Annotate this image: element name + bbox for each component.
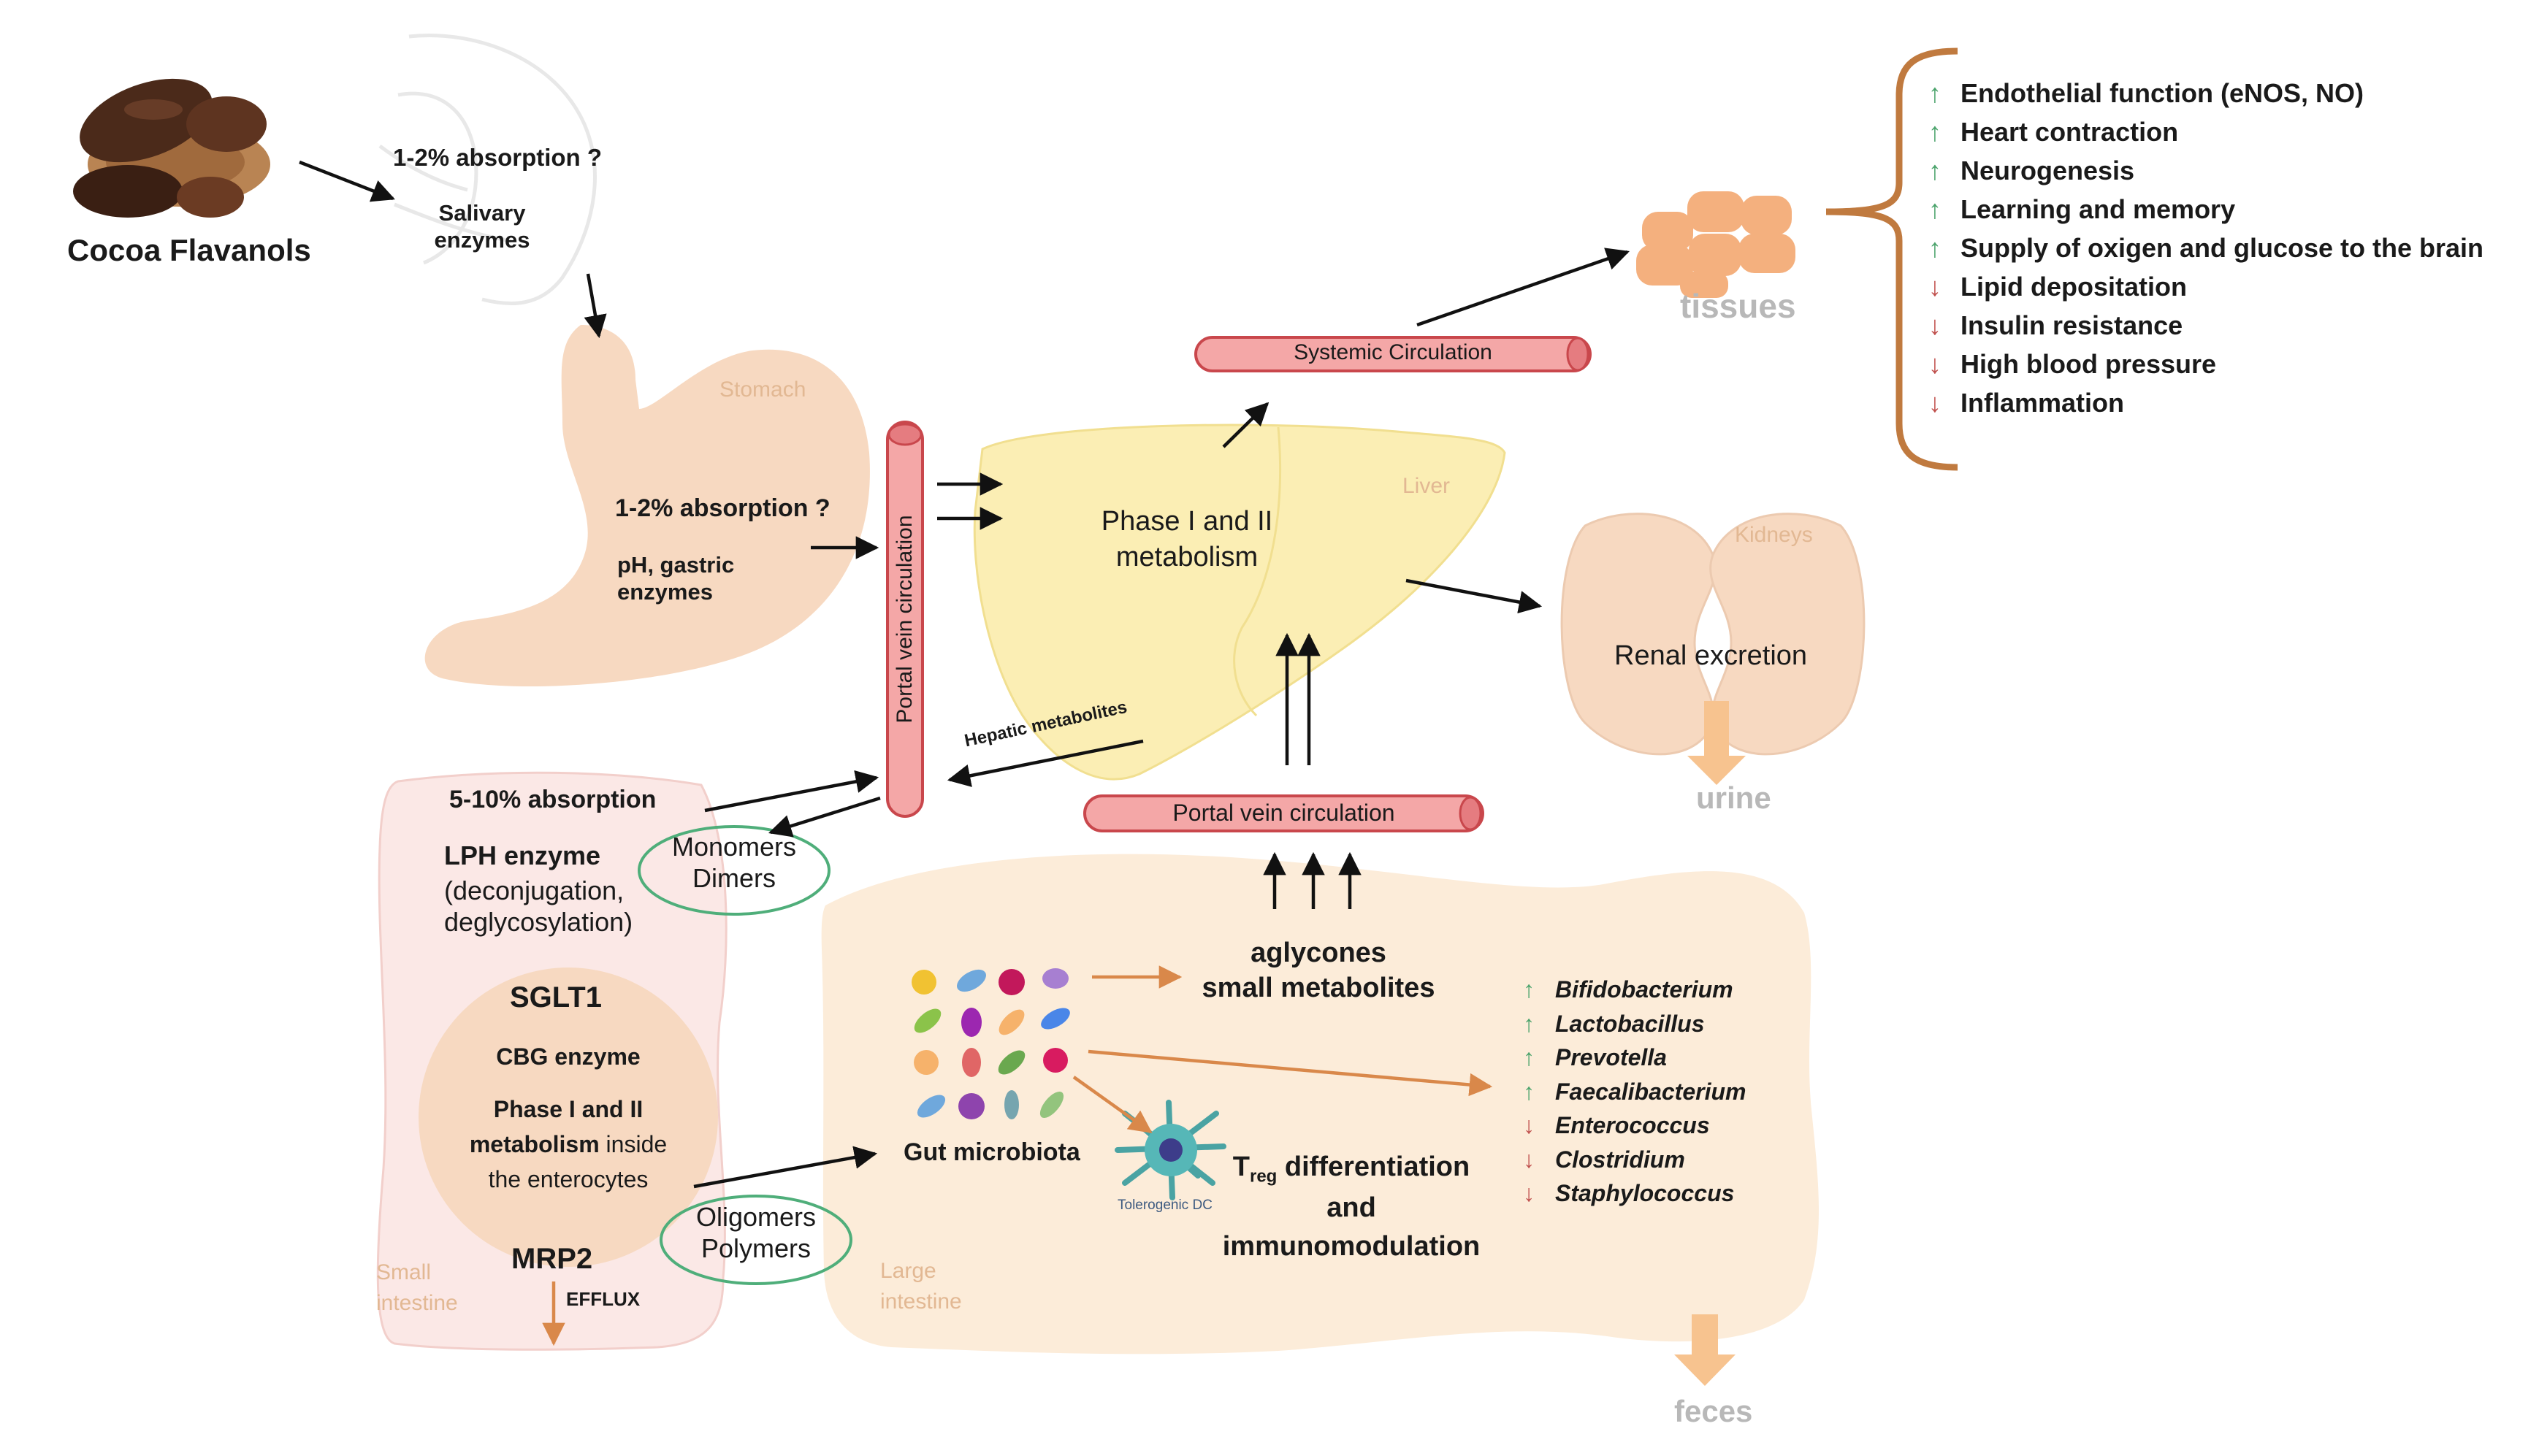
- liver-shape: [973, 424, 1506, 781]
- increase-arrow-icon: ↑: [1928, 117, 1942, 147]
- effect-item: ↑Endothelial function (eNOS, NO): [1928, 78, 2364, 108]
- feces-label: feces: [1674, 1394, 1753, 1428]
- systemic-circulation-tube: [1194, 336, 1592, 372]
- lph-detail-label: (deconjugation,deglycosylation): [444, 875, 633, 938]
- urine-label: urine: [1696, 781, 1771, 815]
- effect-item: ↑Heart contraction: [1928, 117, 2179, 147]
- treg-label: Treg differentiation and immunomodulatio…: [1222, 1152, 1481, 1262]
- tolerogenic-dc-label: Tolerogenic DC: [1118, 1198, 1213, 1213]
- effect-item: ↓Inflammation: [1928, 388, 2125, 418]
- liver-label: Liver: [1402, 474, 1451, 498]
- portal-vein-vertical-label: Portal vein circulation: [893, 515, 917, 724]
- effect-item: ↓Lipid depositation: [1928, 272, 2187, 302]
- enterocyte-circle: [419, 968, 718, 1267]
- bacteria-item: ↓Clostridium: [1523, 1146, 1685, 1173]
- monomers-circle: [638, 825, 831, 916]
- systemic-circulation-label: Systemic Circulation: [1294, 340, 1492, 364]
- dendritic-cell-image: [1115, 1100, 1226, 1200]
- effect-item: ↑Supply of oxigen and glucose to the bra…: [1928, 233, 2484, 263]
- decrease-arrow-icon: ↓: [1928, 388, 1942, 418]
- effect-item: ↑Learning and memory: [1928, 194, 2236, 224]
- cocoa-image: [73, 78, 270, 218]
- bacteria-item: ↑Faecalibacterium: [1523, 1078, 1746, 1105]
- kidneys-label: Kidneys: [1735, 523, 1813, 547]
- decrease-arrow-icon: ↓: [1928, 310, 1942, 340]
- bacteria-item: ↑Prevotella: [1523, 1044, 1667, 1070]
- mouth-absorption: 1-2% absorption ?: [393, 144, 603, 171]
- bacteria-item: ↑Bifidobacterium: [1523, 976, 1733, 1003]
- stomach-label: Stomach: [719, 378, 806, 402]
- cocoa-flavanols-title: Cocoa Flavanols: [67, 233, 311, 267]
- bacteria-item: ↑Lactobacillus: [1523, 1010, 1705, 1037]
- tissues-label: tissues: [1680, 287, 1796, 325]
- effects-brace: [1825, 47, 1958, 471]
- sglt1-label: SGLT1: [510, 981, 602, 1014]
- decrease-arrow-icon: ↓: [1523, 1112, 1535, 1138]
- effect-item: ↑Neurogenesis: [1928, 156, 2135, 185]
- portal-vein-tube-vertical: [886, 421, 924, 818]
- portal-vein-tube-horizontal: [1083, 794, 1484, 832]
- increase-arrow-icon: ↑: [1523, 1010, 1535, 1037]
- stomach-shape: [424, 325, 870, 686]
- effects-list: ↑Endothelial function (eNOS, NO) ↑Heart …: [1928, 77, 2483, 426]
- increase-arrow-icon: ↑: [1928, 156, 1942, 185]
- large-intestine-shape: [821, 854, 1819, 1355]
- cbg-enzyme-label: CBG enzyme: [496, 1043, 641, 1070]
- gut-microbiota-label: Gut microbiota: [904, 1138, 1080, 1166]
- decrease-arrow-icon: ↓: [1928, 272, 1942, 302]
- urine-arrow: [1687, 701, 1746, 785]
- portal-vein-horizontal-label: Portal vein circulation: [1172, 800, 1395, 826]
- decrease-arrow-icon: ↓: [1523, 1146, 1535, 1173]
- bacteria-item: ↓Enterococcus: [1523, 1112, 1710, 1138]
- mrp2-label: MRP2: [511, 1243, 593, 1275]
- oligomers-circle: [660, 1195, 852, 1285]
- increase-arrow-icon: ↑: [1928, 78, 1942, 108]
- effect-item: ↓High blood pressure: [1928, 349, 2217, 379]
- tissues-image: [1636, 191, 1795, 298]
- orange-arrows: [542, 965, 1493, 1346]
- renal-excretion-label: Renal excretion: [1614, 640, 1808, 671]
- black-arrows: [299, 160, 1630, 1189]
- increase-arrow-icon: ↑: [1928, 194, 1942, 224]
- feces-arrow: [1674, 1314, 1736, 1386]
- decrease-arrow-icon: ↓: [1928, 349, 1942, 379]
- increase-arrow-icon: ↑: [1523, 1078, 1535, 1105]
- stomach-absorption: 1-2% absorption ?: [615, 494, 831, 522]
- kidneys-shape: [1560, 513, 1866, 756]
- decrease-arrow-icon: ↓: [1523, 1180, 1535, 1206]
- increase-arrow-icon: ↑: [1523, 1044, 1535, 1070]
- effect-item: ↓Insulin resistance: [1928, 310, 2183, 340]
- bacteria-list: ↑Bifidobacterium ↑Lactobacillus ↑Prevote…: [1523, 976, 1746, 1214]
- lph-enzyme-label: LPH enzyme: [444, 840, 601, 870]
- microbes-image: [912, 968, 1070, 1119]
- efflux-label: EFFLUX: [566, 1288, 641, 1310]
- bacteria-item: ↓Staphylococcus: [1523, 1180, 1735, 1206]
- intestine-absorption: 5-10% absorption: [449, 786, 657, 813]
- enterocyte-metabolism-text: Phase I and II metabolism inside the ent…: [469, 1096, 668, 1192]
- increase-arrow-icon: ↑: [1928, 233, 1942, 263]
- head-outline: [378, 34, 597, 306]
- increase-arrow-icon: ↑: [1523, 976, 1535, 1003]
